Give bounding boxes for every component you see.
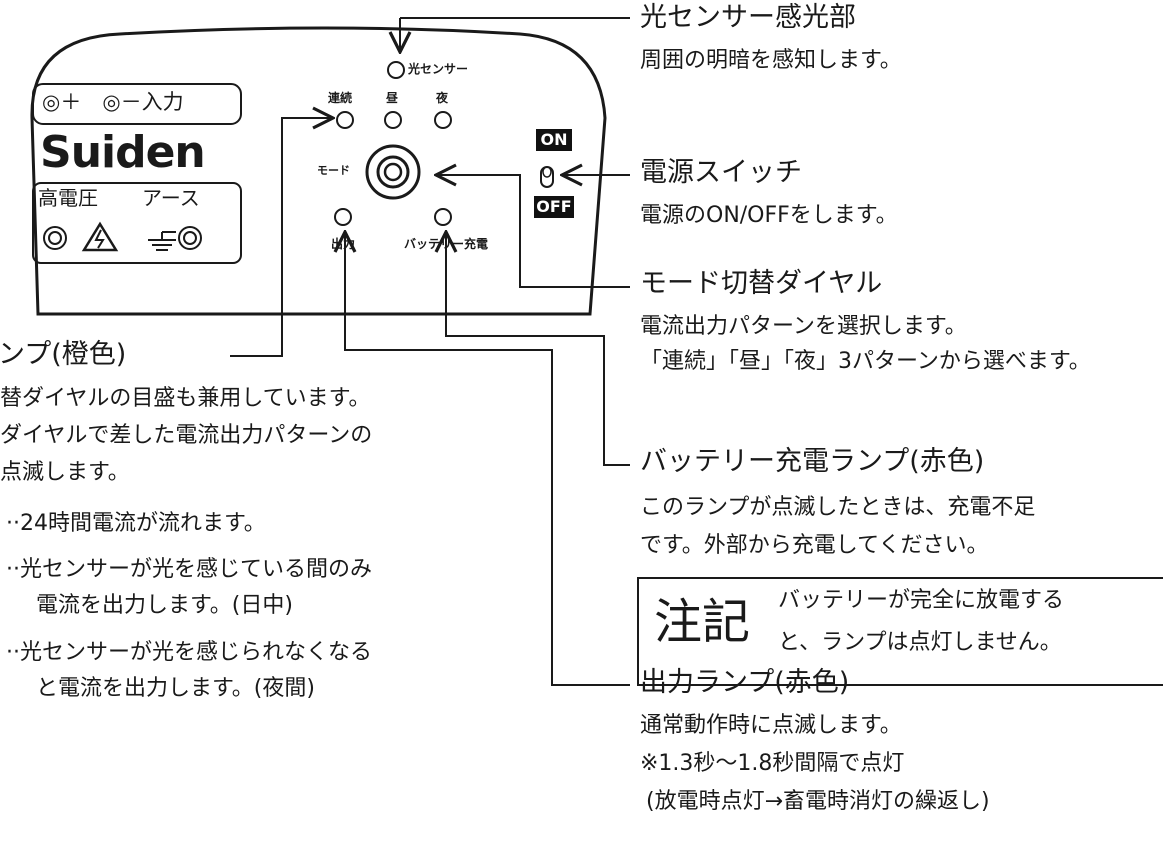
output-title: 出力ランプ(赤色) <box>640 667 850 698</box>
lamp-day-icon <box>384 111 402 129</box>
pattern-desc-3: 点滅します。 <box>0 460 130 485</box>
power-toggle-icon <box>540 166 554 188</box>
note-box <box>637 577 1163 686</box>
earth-terminal-icon <box>178 226 202 250</box>
lamp-night-icon <box>434 111 452 129</box>
note-line-1: バッテリーが完全に放電する <box>778 588 1065 613</box>
pattern-item-3a: ··光センサーが光を感じられなくなる <box>6 640 372 665</box>
brand-logo: Suiden <box>40 127 206 178</box>
battery-desc-1: このランプが点滅したときは、充電不足 <box>640 495 1036 520</box>
pattern-item-2a: ··光センサーが光を感じている間のみ <box>6 557 372 582</box>
sensor-title: 光センサー感光部 <box>640 2 856 33</box>
pattern-desc-2: ダイヤルで差した電流出力パターンの <box>0 423 373 448</box>
mode-desc-2: 「連続」「昼」「夜」3パターンから選べます。 <box>640 349 1091 374</box>
pattern-item-3b: と電流を出力します。(夜間) <box>36 676 315 701</box>
mode-desc-1: 電流出力パターンを選択します。 <box>640 314 967 339</box>
lamp-continuous-label: 連続 <box>328 91 353 105</box>
output-lamp-label: 出力 <box>331 237 356 251</box>
light-sensor-icon <box>387 61 405 79</box>
mode-title: モード切替ダイヤル <box>640 268 883 299</box>
switch-on-label: ON <box>536 129 572 151</box>
lamp-battery-icon <box>434 208 452 226</box>
output-desc-3: (放電時点灯→畜電時消灯の繰返し) <box>646 789 990 814</box>
sensor-desc: 周囲の明暗を感知します。 <box>640 48 902 73</box>
ground-symbol-icon <box>148 231 176 251</box>
high-voltage-warning-icon <box>81 221 119 252</box>
battery-lamp-label: バッテリー充電 <box>404 237 489 251</box>
device-outline <box>30 26 607 316</box>
pattern-desc-1: 替ダイヤルの目盛も兼用しています。 <box>0 386 371 411</box>
battery-title: バッテリー充電ランプ(赤色) <box>640 446 985 477</box>
hv-label: 高電圧 <box>38 186 98 210</box>
pattern-item-1: ··24時間電流が流れます。 <box>6 511 266 536</box>
power-desc: 電源のON/OFFをします。 <box>640 203 898 228</box>
output-desc-2: ※1.3秒～1.8秒間隔で点灯 <box>640 751 905 776</box>
pattern-item-2b: 電流を出力します。(日中) <box>36 593 293 618</box>
input-terminal-label: ◎＋ ◎－入力 <box>42 90 184 114</box>
mode-dial-icon <box>365 144 421 200</box>
earth-label: アース <box>142 186 200 210</box>
pattern-lamp-title: ンプ(橙色) <box>0 339 127 370</box>
lamp-output-icon <box>334 208 352 226</box>
switch-off-label: OFF <box>534 196 574 218</box>
lamp-day-label: 昼 <box>386 91 399 105</box>
note-label: 注記 <box>654 594 751 650</box>
light-sensor-label: 光センサー <box>408 62 469 76</box>
battery-desc-2: です。外部から充電してください。 <box>640 533 989 558</box>
note-line-2: と、ランプは点灯しません。 <box>778 630 1062 655</box>
lamp-night-label: 夜 <box>436 91 449 105</box>
hv-terminal-icon <box>43 226 67 250</box>
input-terminal-box <box>32 83 242 125</box>
output-terminal-box <box>32 182 242 264</box>
power-title: 電源スイッチ <box>640 157 802 188</box>
mode-label: モード <box>317 164 350 177</box>
lamp-continuous-icon <box>336 111 354 129</box>
output-desc-1: 通常動作時に点滅します。 <box>640 713 902 738</box>
